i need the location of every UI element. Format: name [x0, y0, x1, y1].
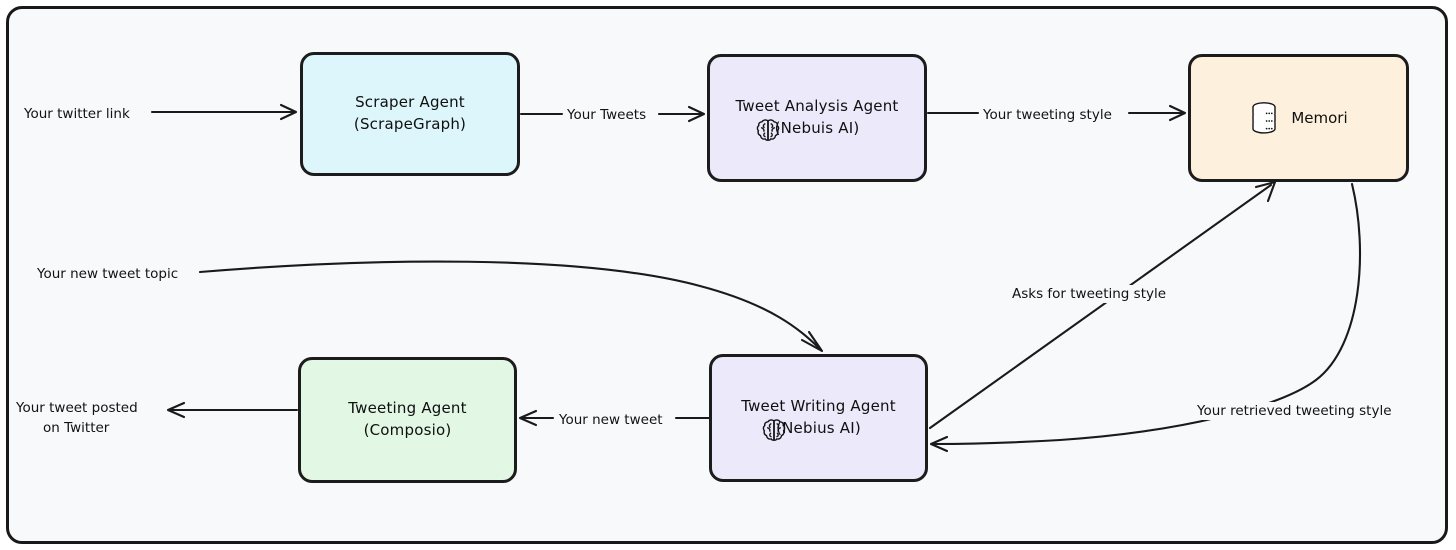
brain-icon	[762, 419, 786, 441]
edge-label-your-tweet-posted-line2: on Twitter	[41, 419, 112, 438]
node-scraper-agent-title: Scraper Agent	[355, 93, 465, 112]
node-tweeting-agent-label: Tweeting Agent (Composio)	[348, 398, 466, 442]
edge-label-your-new-tweet: Your new tweet	[557, 411, 665, 430]
edge-label-your-retrieved-tweeting-style: Your retrieved tweeting style	[1195, 402, 1394, 421]
edge-label-your-tweets: Your Tweets	[565, 106, 649, 125]
node-tweet-analysis-agent-label: Tweet Analysis Agent (Nebuis AI)	[735, 96, 898, 140]
node-tweeting-agent-title: Tweeting Agent	[348, 399, 467, 418]
edge-label-your-tweet-posted-line1: Your tweet posted	[14, 399, 140, 418]
node-tweet-analysis-agent-title: Tweet Analysis Agent	[735, 97, 899, 116]
node-tweeting-agent[interactable]: Tweeting Agent (Composio)	[298, 357, 517, 483]
node-tweeting-agent-subtitle: (Composio)	[363, 421, 452, 439]
edge-label-asks-for-tweeting-style: Asks for tweeting style	[1010, 285, 1169, 304]
node-memori[interactable]: Memori	[1188, 54, 1409, 182]
node-tweet-analysis-agent-subtitle: (Nebuis AI)	[774, 119, 860, 137]
node-scraper-agent-subtitle: (ScrapeGraph)	[353, 115, 467, 133]
edge-label-your-tweeting-style: Your tweeting style	[981, 106, 1114, 125]
node-scraper-agent[interactable]: Scraper Agent (ScrapeGraph)	[300, 52, 520, 176]
node-tweet-analysis-agent[interactable]: Tweet Analysis Agent (Nebuis AI)	[707, 54, 927, 182]
database-icon	[1252, 102, 1277, 134]
edge-label-your-twitter-link: Your twitter link	[22, 105, 132, 124]
node-tweet-writing-agent[interactable]: Tweet Writing Agent (Nebius AI)	[709, 354, 928, 482]
brain-icon	[757, 119, 780, 141]
node-tweet-writing-agent-title: Tweet Writing Agent	[741, 397, 896, 416]
node-tweet-writing-agent-subtitle: (Nebius AI)	[776, 419, 861, 437]
node-scraper-agent-label: Scraper Agent (ScrapeGraph)	[354, 92, 466, 136]
edge-label-your-new-tweet-topic: Your new tweet topic	[35, 265, 181, 284]
node-tweet-writing-agent-label: Tweet Writing Agent (Nebius AI)	[741, 396, 896, 440]
node-memori-label: Memori	[1291, 109, 1348, 127]
